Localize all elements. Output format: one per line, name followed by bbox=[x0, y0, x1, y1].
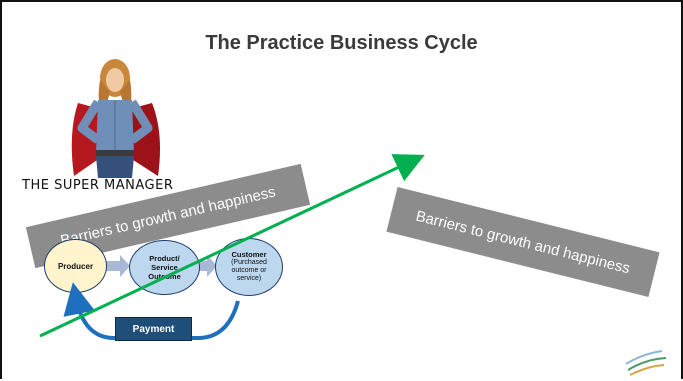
customer-line2: outcome or bbox=[231, 267, 267, 274]
payment-return-arrow bbox=[63, 282, 240, 340]
product-label-line1: Product/ bbox=[149, 254, 180, 263]
payment-label: Payment bbox=[132, 323, 175, 335]
slide-title: The Practice Business Cycle bbox=[205, 32, 478, 54]
producer-label: Producer bbox=[57, 261, 94, 271]
customer-line1: (Purchased bbox=[231, 259, 267, 266]
customer-title: Customer bbox=[231, 250, 267, 259]
growth-arrow bbox=[39, 154, 425, 338]
customer-line3: service) bbox=[236, 275, 262, 282]
product-to-customer-arrow bbox=[199, 255, 217, 277]
producer-to-product-arrow bbox=[106, 255, 130, 277]
product-label-line2: Service bbox=[151, 263, 178, 272]
payment-box: Payment bbox=[115, 317, 192, 341]
super-manager-logo-text: THE SUPER MANAGER bbox=[22, 178, 174, 193]
superhero-woman-image bbox=[71, 59, 160, 178]
